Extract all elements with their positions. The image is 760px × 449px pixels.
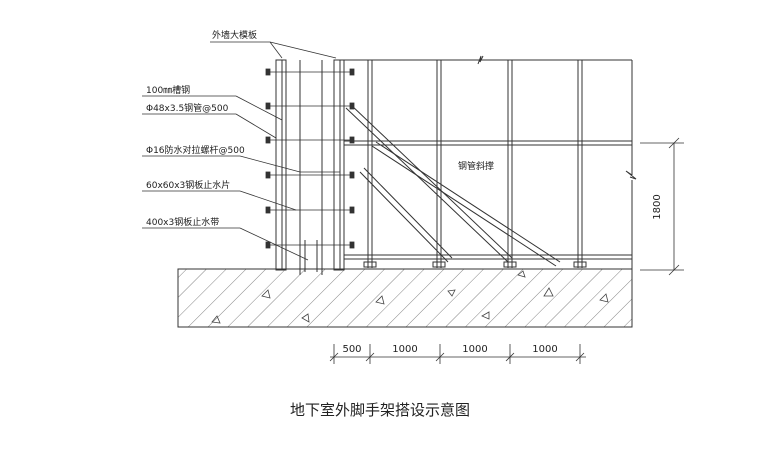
label-formwork: 外墙大模板 <box>212 29 257 41</box>
water-stop-strip <box>304 240 318 272</box>
spacing-dimension-2: 1000 <box>392 344 417 355</box>
label-diagonal-brace: 钢管斜撑 <box>458 160 494 172</box>
spacing-dimension-4: 1000 <box>532 344 557 355</box>
label-channel: 100㎜槽钢 <box>146 84 190 96</box>
label-tie-bolt: Φ16防水对拉螺杆@500 <box>146 144 245 156</box>
label-steel-pipe: Φ48x3.5钢管@500 <box>146 102 229 114</box>
label-water-stop-plate: 60x60x3钢板止水片 <box>146 179 230 191</box>
scaffold-frame <box>344 55 637 269</box>
height-dimension-value: 1800 <box>652 194 663 219</box>
annotation-leaders <box>142 41 340 261</box>
spacing-dimension-line <box>329 344 586 364</box>
formwork-boards <box>275 59 345 275</box>
diagonal-braces <box>345 103 561 267</box>
label-water-stop-strip: 400x3钢板止水带 <box>146 216 219 228</box>
height-dimension <box>640 137 684 276</box>
tie-bolts <box>265 68 355 249</box>
spacing-dimension-3: 1000 <box>462 344 487 355</box>
spacing-dimension-1: 500 <box>342 344 361 355</box>
concrete-slab <box>177 268 633 328</box>
diagram-caption: 地下室外脚手架搭设示意图 <box>289 401 470 419</box>
